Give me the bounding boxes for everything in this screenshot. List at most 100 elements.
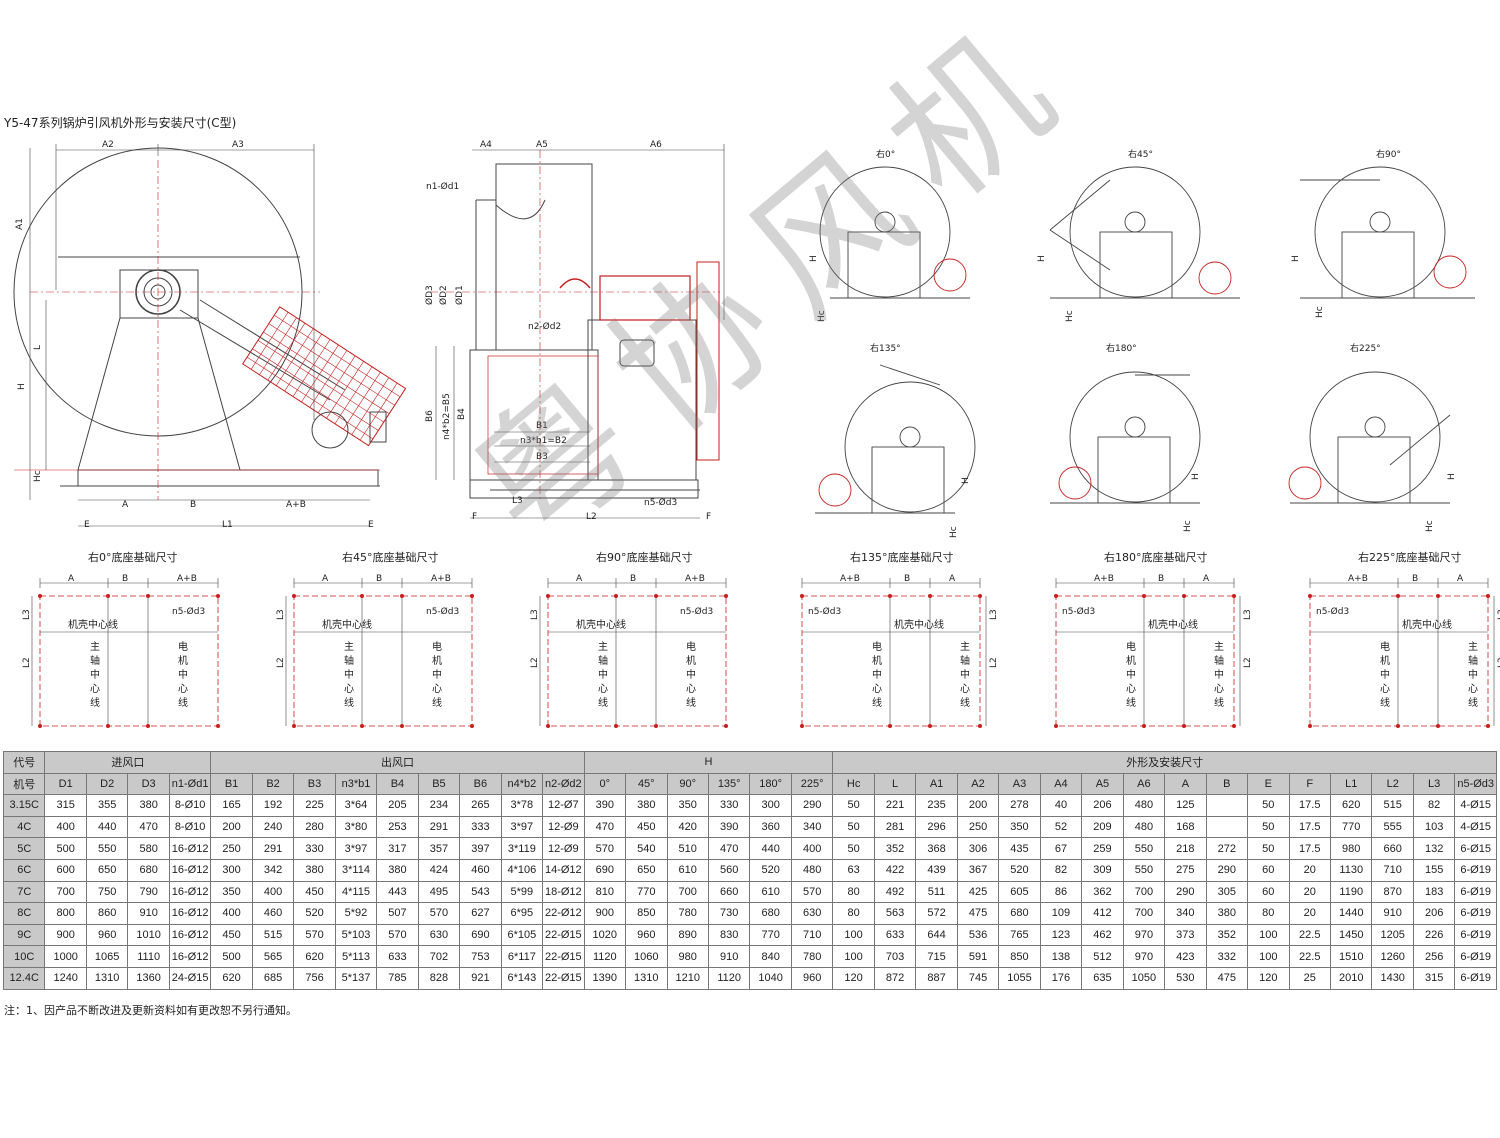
table-cell: 333 xyxy=(459,815,502,839)
table-row-code: 8C xyxy=(2,902,46,925)
anchor-hole xyxy=(654,594,658,598)
anchor-hole xyxy=(38,724,42,728)
table-cell: 887 xyxy=(915,966,958,990)
table-cell: 424 xyxy=(417,858,461,882)
table-cell: 352 xyxy=(873,837,917,860)
dim-label: F xyxy=(472,512,477,522)
anchor-hole xyxy=(1142,724,1146,728)
table-cell: 80 xyxy=(832,902,875,925)
table-cell: 22-Ø15 xyxy=(542,923,585,947)
table-cell: 50 xyxy=(832,815,875,839)
table-cell: 850 xyxy=(998,945,1041,968)
table-cell: 256 xyxy=(1412,945,1456,968)
rotation-view-135 xyxy=(815,364,976,514)
table-cell: 373 xyxy=(1164,923,1207,947)
table-cell: 5*137 xyxy=(334,966,378,990)
table-cell: 1260 xyxy=(1371,945,1414,968)
table-cell: 495 xyxy=(417,880,461,904)
anchor-hole xyxy=(1436,594,1440,598)
table-cell: 570 xyxy=(376,923,419,947)
table-cell: 439 xyxy=(915,858,958,882)
table-cell: 234 xyxy=(417,794,461,817)
dim-label: A xyxy=(322,574,329,584)
table-cell: 3*78 xyxy=(500,794,544,817)
table-cell: 100 xyxy=(832,945,875,968)
table-cell: 550 xyxy=(1122,858,1166,882)
anchor-hole xyxy=(360,724,364,728)
rotation-h: H xyxy=(1037,255,1047,262)
table-cell: 330 xyxy=(293,837,336,860)
dim-label: n3*b1=B2 xyxy=(520,436,567,446)
table-cell: 450 xyxy=(293,880,336,904)
foundation-title: 右90°底座基础尺寸 xyxy=(596,550,693,564)
dim-label: A+B xyxy=(1348,574,1368,584)
table-cell: 507 xyxy=(376,902,419,925)
table-cell: 226 xyxy=(1412,923,1456,947)
anchor-hole xyxy=(978,594,982,598)
dim-label: L2 xyxy=(530,657,540,668)
table-cell: 400 xyxy=(790,837,834,860)
dim-label: A+B xyxy=(685,574,705,584)
table-cell: 340 xyxy=(1164,902,1207,925)
table-cell: 860 xyxy=(85,902,129,925)
table-cell: 368 xyxy=(915,837,958,860)
axis-label-a: 电机中心线 xyxy=(1126,640,1136,709)
table-cell: 390 xyxy=(583,794,627,817)
table-cell: 400 xyxy=(44,815,87,839)
dim-label: A+B xyxy=(431,574,451,584)
table-cell: 16-Ø12 xyxy=(168,923,212,947)
table-cell: 300 xyxy=(749,794,792,817)
table-cell: 8-Ø10 xyxy=(168,794,212,817)
table-cell: 200 xyxy=(956,794,1000,817)
table-cell: 6-Ø19 xyxy=(1454,945,1497,968)
table-cell: 700 xyxy=(666,880,709,904)
rotation-view-0 xyxy=(819,166,970,299)
table-cell: 5*99 xyxy=(500,880,544,904)
table-cell: 690 xyxy=(583,858,627,882)
table-column-header: F xyxy=(1288,772,1332,796)
table-column-header: n1-Ød1 xyxy=(168,772,212,796)
table-cell: 700 xyxy=(44,880,87,904)
dim-label: L2 xyxy=(586,512,597,522)
dim-label: A+B xyxy=(286,500,306,510)
table-cell: 921 xyxy=(459,966,502,990)
dim-label: B xyxy=(190,500,196,510)
axis-label-b: 主轴中心线 xyxy=(1214,641,1224,709)
axis-label-b: 电机中心线 xyxy=(686,640,696,709)
table-cell: 120 xyxy=(1247,966,1290,990)
dim-label: ØD1 xyxy=(454,285,465,305)
table-cell: 192 xyxy=(251,794,295,817)
table-cell: 536 xyxy=(956,923,1000,947)
table-cell: 440 xyxy=(749,837,792,860)
table-cell: 620 xyxy=(210,966,253,990)
dim-label: B xyxy=(904,574,910,584)
anchor-hole xyxy=(146,724,150,728)
table-cell: 300 xyxy=(210,858,253,882)
table-cell: 1310 xyxy=(85,966,129,990)
axis-label-b: 电机中心线 xyxy=(178,640,188,709)
table-cell: 630 xyxy=(417,923,461,947)
table-column-header: A xyxy=(1164,772,1207,796)
dim-label: L3 xyxy=(989,609,999,620)
table-cell: 480 xyxy=(1122,794,1166,817)
table-group-header: 进风口 xyxy=(44,751,212,774)
table-cell: 6*117 xyxy=(500,945,544,968)
casing-centerline-label: 机壳中心线 xyxy=(1402,618,1452,631)
table-cell: 515 xyxy=(1371,794,1414,817)
table-group-header: H xyxy=(583,751,834,774)
table-cell: 315 xyxy=(1412,966,1456,990)
table-cell: 8-Ø10 xyxy=(168,815,212,839)
table-cell: 1390 xyxy=(583,966,627,990)
table-column-header: A6 xyxy=(1122,772,1166,796)
axis-label-a: 电机中心线 xyxy=(1380,640,1390,709)
table-cell: 22.5 xyxy=(1288,945,1332,968)
table-cell: 570 xyxy=(417,902,461,925)
table-column-header: A4 xyxy=(1039,772,1083,796)
table-cell: 357 xyxy=(417,837,461,860)
dim-label: A+B xyxy=(177,574,197,584)
table-cell: 100 xyxy=(832,923,875,947)
